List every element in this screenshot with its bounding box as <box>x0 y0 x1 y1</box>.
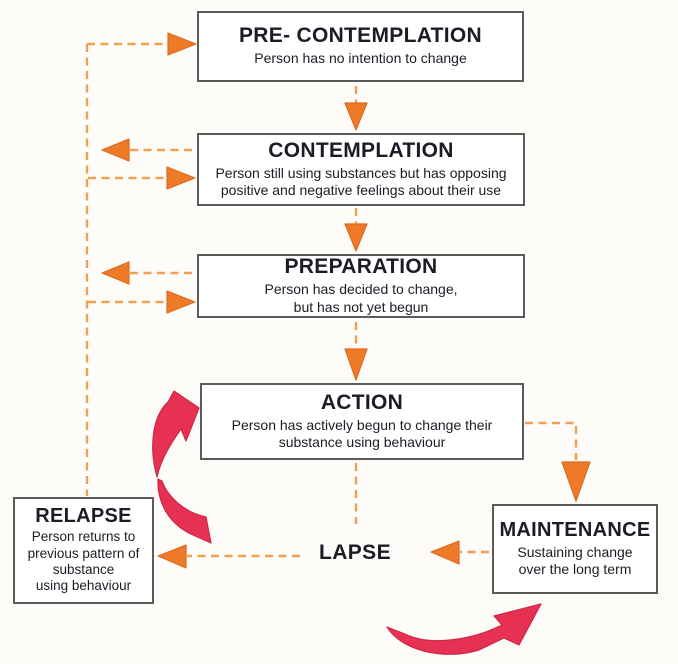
dashed-line-action-to-maintenance <box>525 421 578 460</box>
arrowhead-down-into-preparation-icon <box>344 223 368 252</box>
stage-desc-precontemplation: Person has no intention to change <box>254 50 467 67</box>
stage-desc-relapse: Person returns to previous pattern of su… <box>27 529 140 594</box>
stage-desc-preparation: Person has decided to change, but has no… <box>264 281 458 315</box>
stage-title-preparation: PREPARATION <box>284 255 438 279</box>
stage-desc-action: Person has actively begun to change thei… <box>231 416 493 451</box>
red-curved-arrow-relapse-to-action-lower-icon <box>157 478 212 544</box>
arrowhead-into-precontemplation-icon <box>167 32 197 56</box>
arrowhead-toward-lapse-icon <box>430 540 460 565</box>
arrowhead-down-into-maintenance-icon <box>561 461 591 502</box>
arrowhead-down-into-contemplation-icon <box>344 102 368 131</box>
arrowhead-left-from-contemplation-icon <box>101 138 130 162</box>
arrowhead-into-contemplation-icon <box>166 166 196 190</box>
arrowhead-down-into-action-icon <box>344 348 368 381</box>
red-curved-arrow-relapse-to-action-upper-icon <box>152 390 200 478</box>
stage-title-contemplation: CONTEMPLATION <box>268 138 454 162</box>
lapse-label: LAPSE <box>318 541 391 564</box>
red-swoosh-arrow-lapse-to-maintenance-icon <box>386 603 542 655</box>
stage-box-preparation: PREPARATION Person has decided to change… <box>197 254 525 318</box>
stage-title-action: ACTION <box>320 390 404 414</box>
stage-desc-maintenance: Sustaining change over the long term <box>517 543 633 577</box>
stage-desc-contemplation: Person still using substances but has op… <box>215 164 507 199</box>
arrowhead-left-from-preparation-icon <box>101 261 130 285</box>
stage-box-precontemplation: PRE- CONTEMPLATION Person has no intenti… <box>197 11 524 82</box>
stage-title-precontemplation: PRE- CONTEMPLATION <box>238 24 482 48</box>
stage-box-action: ACTION Person has actively begun to chan… <box>200 383 524 460</box>
stage-title-maintenance: MAINTENANCE <box>499 518 651 541</box>
arrowhead-into-relapse-icon <box>157 544 187 569</box>
stage-box-maintenance: MAINTENANCE Sustaining change over the l… <box>492 504 658 594</box>
stage-title-relapse: RELAPSE <box>35 505 132 528</box>
stage-box-relapse: RELAPSE Person returns to previous patte… <box>13 497 154 604</box>
arrowhead-into-preparation-icon <box>166 290 196 314</box>
stage-box-contemplation: CONTEMPLATION Person still using substan… <box>197 133 525 206</box>
